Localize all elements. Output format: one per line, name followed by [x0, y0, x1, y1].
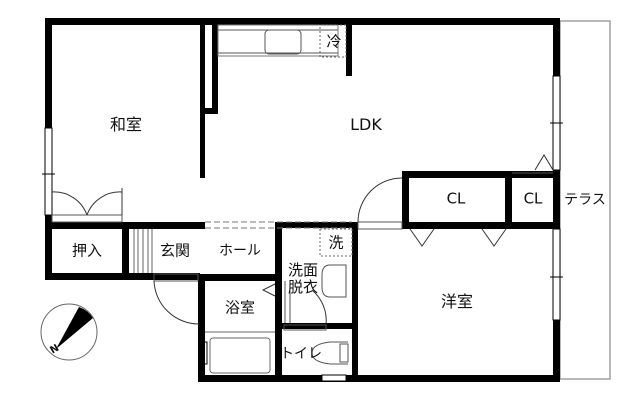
washroom-line-1: 洗面	[287, 261, 319, 279]
door-swings	[51, 177, 403, 326]
toilet-icon	[311, 341, 348, 365]
toilet-tank	[339, 343, 349, 363]
room-label-washitsu: 和室	[109, 115, 143, 134]
room-label-closet-2: CL	[523, 189, 543, 208]
compass-icon	[40, 303, 98, 361]
kitchen-counter	[217, 24, 339, 57]
room-label-ldk: LDK	[350, 115, 382, 134]
washroom-line-2: 脱衣	[287, 278, 319, 296]
room-label-oshiire: 押入	[71, 241, 103, 260]
washing-machine-space	[319, 228, 353, 257]
room-label-washroom: 洗面 脱衣	[288, 262, 318, 296]
washbasin-icon	[321, 264, 347, 298]
interior-walls	[45, 18, 560, 382]
washing-machine-label: 洗	[328, 233, 344, 252]
room-label-closet-1: CL	[446, 189, 466, 208]
refrigerator-label: 冷	[326, 32, 342, 51]
room-label-hall: ホール	[219, 243, 261, 259]
floor-boundary	[205, 221, 352, 229]
room-label-toilet: トイレ	[280, 346, 322, 362]
room-label-yoshitsu: 洋室	[440, 292, 474, 311]
room-label-genkan: 玄関	[159, 241, 191, 260]
room-label-bathroom: 浴室	[224, 298, 256, 317]
room-label-terrace: テラス	[564, 192, 606, 208]
sink-icon	[264, 29, 302, 55]
closet-door-marks	[261, 154, 554, 297]
entrance-steps	[133, 229, 153, 273]
bathtub-icon	[209, 337, 271, 374]
refrigerator-space	[319, 24, 347, 58]
